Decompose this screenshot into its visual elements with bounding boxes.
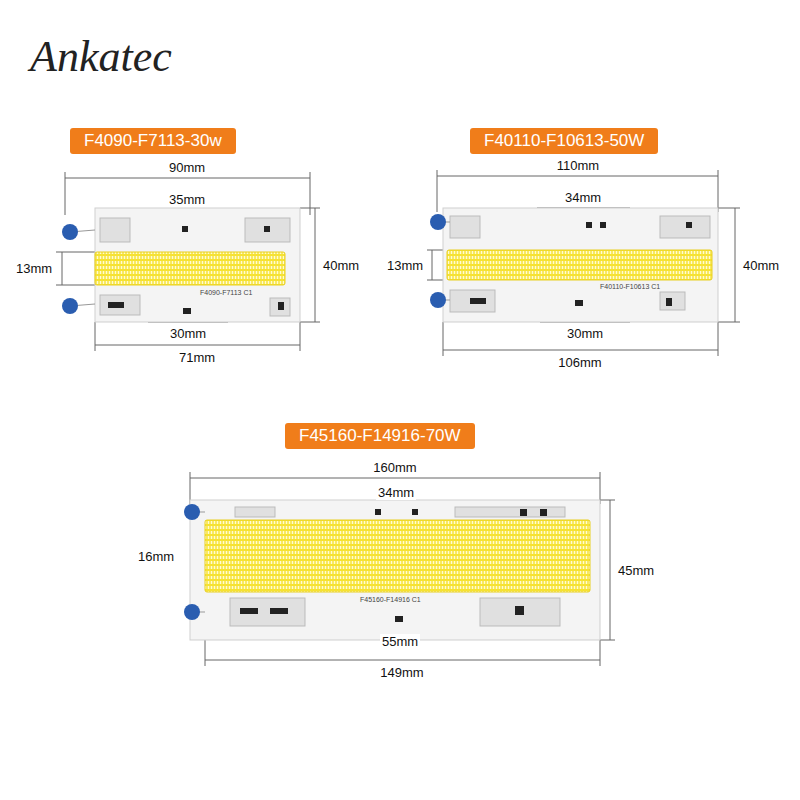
- silkscreen-text: F4090-F7113 C1: [200, 289, 252, 297]
- silkscreen-text: F45160-F14916 C1: [360, 596, 421, 604]
- dimension-label: 13mm: [385, 258, 425, 273]
- dimension-label: 110mm: [555, 158, 601, 173]
- dimension-label: 34mm: [563, 190, 603, 205]
- dimension-label: 40mm: [321, 258, 361, 273]
- title-badge: F40110-F10613-50W: [470, 128, 658, 154]
- dimension-label: 35mm: [167, 192, 207, 207]
- dimension-label: 16mm: [136, 549, 176, 564]
- dimension-label: 55mm: [380, 634, 420, 649]
- dimension-label: 34mm: [376, 485, 416, 500]
- dimension-label: 90mm: [167, 160, 207, 175]
- title-badge: F45160-F14916-70W: [285, 423, 475, 449]
- dimension-label: 40mm: [741, 258, 781, 273]
- dimension-label: 149mm: [378, 665, 425, 680]
- brand-logo: Ankatec: [30, 32, 172, 82]
- dimension-label: 30mm: [565, 326, 605, 341]
- dimension-label: 30mm: [168, 326, 208, 341]
- dimension-label: 160mm: [371, 460, 418, 475]
- silkscreen-text: F40110-F10613 C1: [600, 283, 660, 291]
- dimension-label: 106mm: [556, 355, 603, 370]
- badge-text: F40110-F10613-50W: [484, 131, 644, 151]
- dimension-label: 45mm: [616, 563, 656, 578]
- badge-text: F45160-F14916-70W: [299, 426, 461, 446]
- badge-text: F4090-F7113-30w: [84, 131, 222, 151]
- dimension-label: 71mm: [177, 350, 217, 365]
- dimension-label: 13mm: [14, 261, 54, 276]
- title-badge: F4090-F7113-30w: [70, 128, 236, 154]
